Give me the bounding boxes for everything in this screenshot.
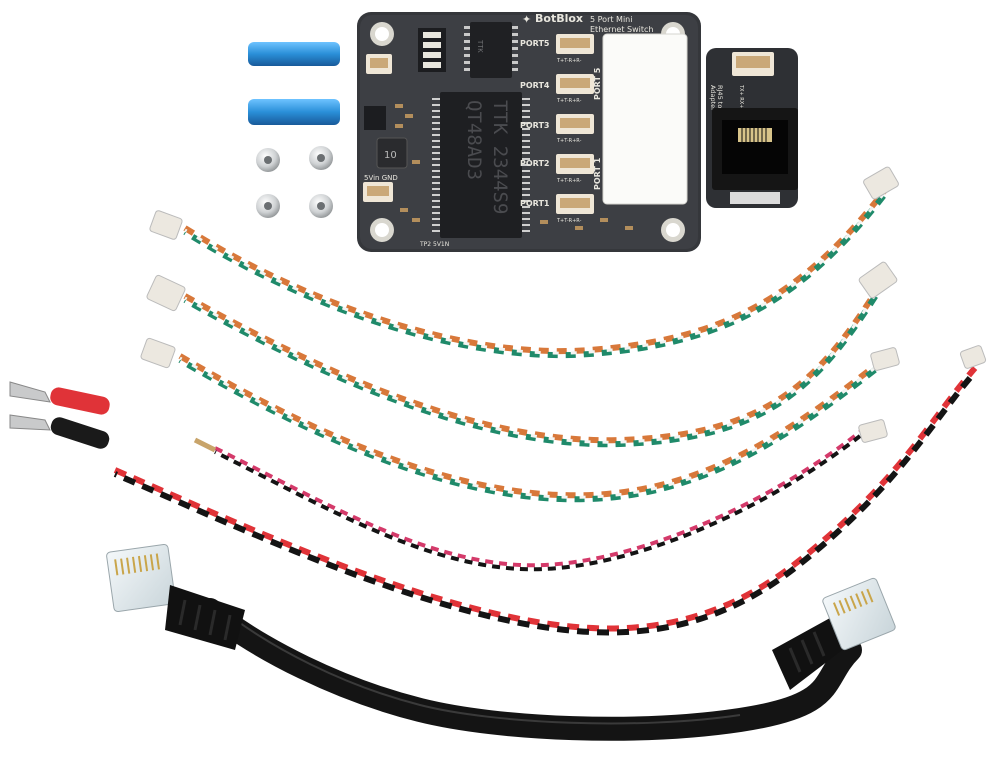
twisted-cable-1	[149, 166, 899, 359]
port-connectors: PORT5 T+T-R+R- PORT4 T+T-R+R- PORT3 T+T-…	[520, 34, 594, 224]
blue-standoff-bottom	[248, 99, 340, 125]
main-switch-chip	[440, 92, 522, 238]
twisted-cable-3	[140, 337, 900, 503]
red-heatshrink	[50, 387, 110, 415]
svg-text:10: 10	[384, 150, 397, 161]
spade-terminal	[9, 381, 51, 403]
magnetics-block	[602, 33, 688, 205]
jst-plug	[959, 345, 987, 369]
jst-plug	[858, 419, 888, 443]
blue-standoff-top	[248, 42, 340, 66]
jst-plug	[858, 261, 898, 299]
svg-text:T+T-R+R-: T+T-R+R-	[556, 138, 582, 144]
red-black-cable-thin	[193, 419, 888, 572]
rj45-plug-right	[772, 577, 896, 690]
jst-plug	[140, 337, 176, 369]
jst-plug	[863, 166, 899, 200]
port-label: PORT1	[520, 199, 550, 208]
chip-marking-2: QT48AD3	[463, 100, 485, 180]
inductor	[376, 137, 408, 169]
board-title-line1: 5 Port Mini	[590, 15, 632, 24]
board-brand: BotBlox	[535, 12, 583, 25]
svg-text:PORT 5: PORT 5	[593, 67, 602, 100]
rj45-adapter-board: RJ45 to JST GH Adapter TX+ RX+ RX- TX-	[706, 48, 798, 208]
standoffs	[248, 42, 340, 125]
adapter-subtitle: Adapter	[709, 85, 717, 111]
flat-ethernet-cable	[106, 543, 896, 741]
jst-plug	[149, 210, 183, 240]
jst-plug	[870, 347, 900, 371]
stripped-wire-end	[193, 437, 217, 453]
svg-text:T+T-R+R-: T+T-R+R-	[556, 98, 582, 104]
svg-text:T+T-R+R-: T+T-R+R-	[556, 178, 582, 184]
board-title-line2: Ethernet Switch	[590, 25, 653, 34]
twisted-cable-2	[146, 261, 898, 448]
port-label: PORT5	[520, 39, 550, 48]
port-label: PORT2	[520, 159, 550, 168]
power-cable	[9, 345, 987, 636]
jst-plug	[146, 274, 186, 312]
black-heatshrink	[50, 417, 110, 449]
svg-text:PORT 1: PORT 1	[593, 157, 602, 190]
nuts	[256, 146, 333, 218]
svg-text:TTK: TTK	[476, 40, 484, 53]
svg-text:T+T-R+R-: T+T-R+R-	[556, 58, 582, 64]
regulator-chip	[364, 106, 386, 130]
chip-marking-1: TTK 2344S9	[489, 100, 511, 214]
rj45-plug-left	[106, 543, 245, 650]
robot-logo-icon: ✦	[522, 13, 531, 26]
switch-board: BotBlox 5 Port Mini Ethernet Switch ✦ TT…	[357, 12, 701, 252]
svg-text:T+T-R+R-: T+T-R+R-	[556, 218, 582, 224]
bottom-label: TP2 5V1N	[419, 241, 449, 248]
power-label: 5Vin GND	[364, 174, 398, 182]
port-label: PORT3	[520, 121, 550, 130]
adapter-pins: TX+ RX+ RX- TX-	[738, 84, 744, 128]
small-chip	[470, 22, 512, 78]
spade-terminal	[9, 414, 51, 431]
port-label: PORT4	[520, 81, 550, 90]
